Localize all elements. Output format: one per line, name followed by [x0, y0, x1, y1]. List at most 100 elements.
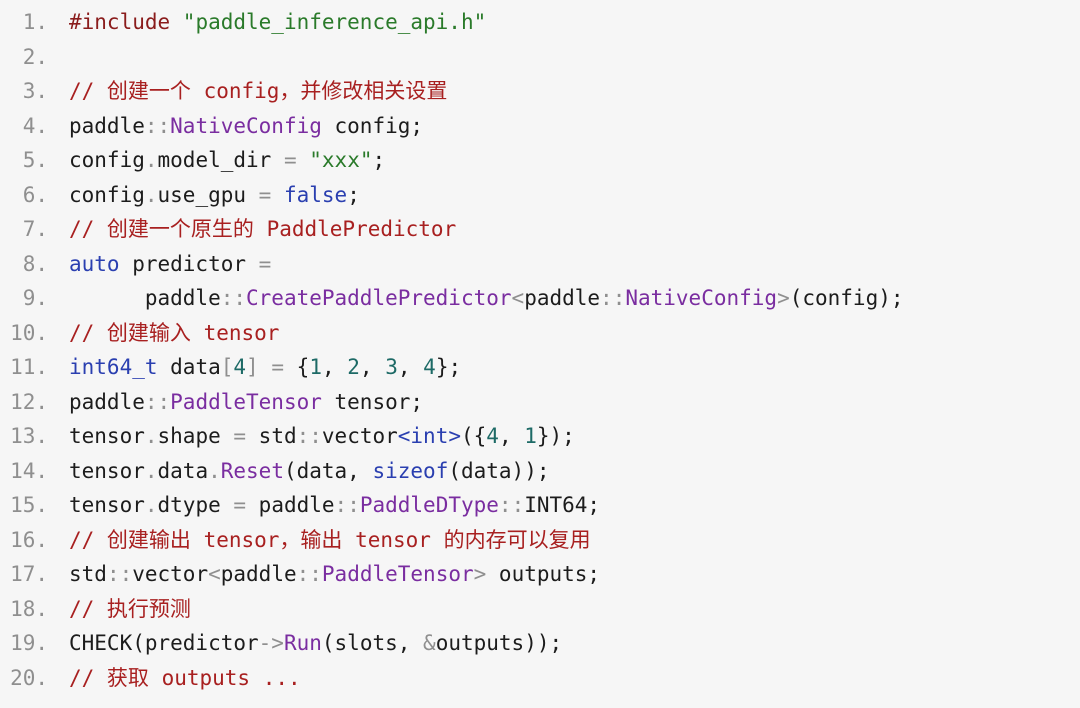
- code-token: shape: [157, 424, 234, 448]
- code-token: paddle: [246, 493, 335, 517]
- code-token: ;: [372, 148, 386, 172]
- code-token: false: [283, 182, 348, 207]
- code-token: 1: [309, 355, 322, 379]
- code-line: 10. // 创建输入 tensor: [0, 316, 1080, 351]
- code-text: CHECK(predictor->Run(slots, &outputs));: [48, 626, 1080, 661]
- code-token: // 创建一个 config，并修改相关设置: [69, 79, 448, 103]
- code-text: // 创建输入 tensor: [48, 316, 1080, 351]
- code-token: ,: [498, 424, 525, 448]
- code-token: std: [246, 424, 297, 448]
- code-token: NativeConfig: [625, 286, 778, 310]
- code-line: 12.paddle::PaddleTensor tensor;: [0, 385, 1080, 420]
- code-line: 2.: [0, 40, 1080, 75]
- line-number: 19.: [10, 631, 48, 655]
- code-token: paddle: [69, 113, 145, 138]
- code-token: [297, 148, 310, 172]
- code-text: paddle::PaddleTensor tensor;: [48, 385, 1080, 420]
- line-number: 3.: [22, 79, 48, 103]
- code-line: 4.paddle::NativeConfig config;: [0, 109, 1080, 144]
- code-token: CHECK: [69, 631, 133, 655]
- code-token: (data,: [283, 458, 373, 483]
- code-token: Run: [283, 631, 322, 655]
- code-line: 5.config.model_dir = "xxx";: [0, 143, 1080, 178]
- code-token: tensor: [69, 424, 145, 448]
- code-token: (slots,: [321, 631, 424, 655]
- code-text: auto predictor =: [48, 247, 1080, 282]
- line-number: 13.: [10, 424, 48, 448]
- line-number: 11.: [10, 355, 48, 379]
- code-token: ::: [600, 286, 626, 310]
- line-number: 18.: [10, 596, 48, 621]
- code-token: <: [208, 562, 221, 586]
- code-token: ,: [321, 355, 348, 379]
- code-text: config.model_dir = "xxx";: [48, 143, 1080, 178]
- code-token: data: [157, 458, 209, 483]
- line-number: 10.: [10, 320, 48, 345]
- code-line: 14.tensor.data.Reset(data, sizeof(data))…: [0, 454, 1080, 489]
- code-token: ::: [498, 493, 525, 517]
- line-number: 15.: [10, 493, 48, 517]
- line-number: 16.: [10, 527, 48, 552]
- code-token: // 获取 outputs ...: [69, 665, 301, 690]
- code-token: Reset: [220, 458, 284, 483]
- code-token: =: [283, 148, 297, 172]
- code-text: [48, 40, 1080, 75]
- code-token: paddle: [524, 286, 601, 310]
- code-token: .: [208, 458, 221, 483]
- code-line: 16.// 创建输出 tensor，输出 tensor 的内存可以复用: [0, 523, 1080, 558]
- code-text: // 获取 outputs ...: [48, 661, 1080, 696]
- code-token: PaddleDType: [359, 493, 499, 517]
- code-text: tensor.shape = std::vector<int>({4, 1});: [48, 419, 1080, 454]
- code-token: [271, 183, 284, 207]
- code-token: ,: [397, 355, 424, 379]
- code-token: data: [157, 355, 221, 379]
- code-text: config.use_gpu = false;: [48, 178, 1080, 213]
- code-token: // 执行预测: [69, 596, 191, 621]
- code-token: ::: [296, 424, 322, 448]
- code-line: 3. // 创建一个 config，并修改相关设置: [0, 74, 1080, 109]
- code-token: PaddleTensor: [321, 562, 474, 586]
- code-line: 11.int64_t data[4] = {1, 2, 3, 4};: [0, 350, 1080, 385]
- code-token: "xxx": [309, 148, 373, 172]
- code-token: vector: [132, 562, 209, 586]
- code-token: ;: [347, 182, 360, 207]
- line-number: 4.: [22, 113, 48, 138]
- code-token: paddle: [69, 389, 145, 414]
- code-token: // 创建输入 tensor: [69, 320, 280, 345]
- code-token: (config);: [789, 286, 904, 310]
- code-line: 13.tensor.shape = std::vector<int>({4, 1…: [0, 419, 1080, 454]
- code-token: =: [271, 355, 285, 379]
- code-token: [: [220, 355, 234, 379]
- code-token: tensor;: [321, 389, 424, 414]
- code-token: .: [144, 458, 158, 483]
- code-token: {: [284, 355, 310, 379]
- line-number: 12.: [10, 389, 48, 414]
- code-token: config;: [321, 113, 424, 138]
- line-number: 7.: [22, 217, 48, 241]
- line-number: 8.: [22, 251, 48, 276]
- code-token: paddle: [220, 562, 297, 586]
- code-token: std: [69, 562, 107, 586]
- line-number: 2.: [22, 44, 48, 69]
- code-token: ->: [258, 631, 284, 655]
- code-token: outputs;: [486, 562, 601, 586]
- code-token: =: [233, 424, 247, 448]
- code-token: PaddleTensor: [170, 389, 322, 414]
- code-token: use_gpu: [157, 182, 259, 207]
- code-token: =: [258, 251, 272, 276]
- code-token: INT64;: [524, 493, 601, 517]
- code-token: .: [144, 182, 158, 207]
- code-line: 19.CHECK(predictor->Run(slots, &outputs)…: [0, 626, 1080, 661]
- line-number: 20.: [10, 665, 48, 690]
- code-token: #include: [69, 10, 183, 34]
- code-token: (predictor: [132, 631, 259, 655]
- code-token: ::: [220, 286, 247, 310]
- code-token: >: [777, 286, 790, 310]
- code-line: 8.auto predictor =: [0, 247, 1080, 282]
- code-token: <int>: [397, 424, 461, 448]
- code-token: [259, 355, 272, 379]
- code-token: auto: [69, 251, 120, 276]
- code-token: 1: [524, 424, 537, 448]
- code-token: >: [473, 562, 487, 586]
- code-line: 6.config.use_gpu = false;: [0, 178, 1080, 213]
